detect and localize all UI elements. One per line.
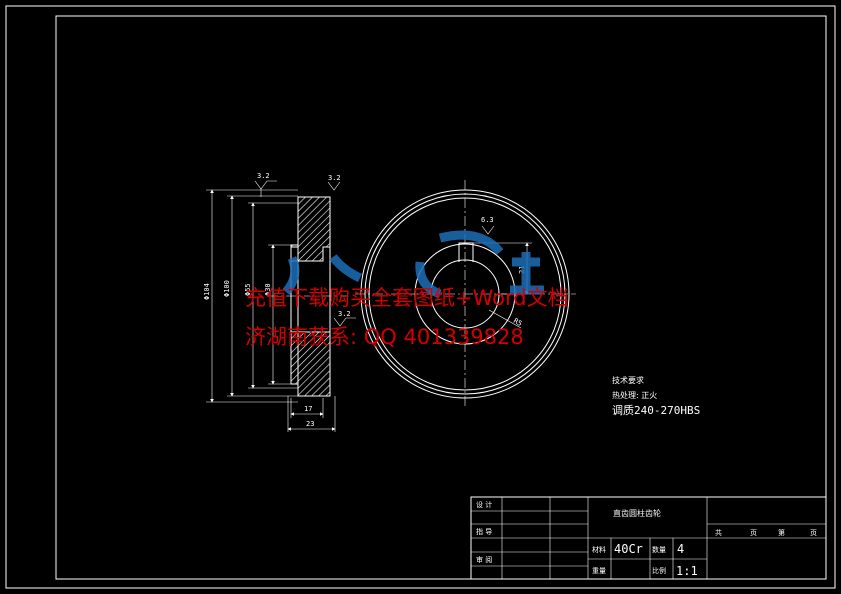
roughness-symbol-bore: 3.2 — [333, 310, 356, 327]
sheet-page-label: 页 — [750, 529, 757, 537]
scale-label: 比例 — [652, 566, 666, 575]
quantity-label: 数量 — [652, 545, 666, 554]
scale-value: 1:1 — [676, 564, 698, 578]
keyway — [458, 242, 474, 262]
watermark-line-1: 充值下载购买全套图纸+Word文档 — [245, 286, 569, 310]
watermark: 充值下载购买全套图纸+Word文档 济湖南获系: QQ 401339828 — [245, 230, 569, 349]
gear-front-view: 21 6.3 R5 — [355, 180, 576, 408]
title-block: 设 计 指 导 审 阅 直齿圆柱齿轮 材料 40Cr 数量 4 重量 比例 1:… — [470, 496, 827, 580]
tech-notes-line-2: 调质240-270HBS — [612, 404, 700, 417]
row-design-label: 设 计 — [476, 500, 492, 509]
material-value: 40Cr — [614, 542, 643, 556]
material-label: 材料 — [592, 545, 606, 554]
dim-width-hub: 17 — [304, 405, 312, 413]
section-hatch-upper — [290, 196, 331, 262]
dim-dia-tip: Φ104 — [203, 283, 211, 300]
svg-text:6.3: 6.3 — [481, 216, 494, 224]
svg-text:3.2: 3.2 — [338, 310, 351, 318]
row-guide-label: 指 导 — [476, 527, 492, 536]
outer-border — [5, 5, 836, 589]
sheet-page-label-2: 页 — [810, 529, 817, 537]
quantity-value: 4 — [677, 542, 684, 556]
tech-notes-title: 技术要求 — [612, 375, 644, 385]
dim-dia-hole: Φ30 — [264, 283, 272, 296]
svg-text:3.2: 3.2 — [257, 172, 270, 180]
row-check-label: 审 阅 — [476, 555, 492, 564]
watermark-logo — [282, 230, 544, 299]
tech-notes-line-1: 热处理: 正火 — [612, 390, 657, 400]
roughness-symbol-right: 3.2 — [327, 174, 341, 191]
dim-dia-hub: Φ55 — [244, 283, 252, 296]
weight-label: 重量 — [592, 567, 606, 575]
watermark-line-2: 济湖南获系: QQ 401339828 — [245, 325, 524, 349]
sheet-number-label: 第 — [778, 528, 785, 537]
svg-text:3.2: 3.2 — [328, 174, 341, 182]
part-name: 直齿圆柱齿轮 — [613, 508, 661, 518]
gear-section-view: Φ104 Φ100 Φ55 Φ30 17 23 3.2 3.2 3.2 — [203, 172, 356, 432]
inner-border — [55, 15, 827, 580]
dim-width-total: 23 — [306, 420, 314, 428]
roughness-symbol-keyway: 6.3 — [481, 216, 495, 235]
dim-bore-radius: R5 — [512, 317, 523, 328]
technical-requirements: 技术要求 热处理: 正火 调质240-270HBS — [612, 375, 700, 417]
sheet-total-label: 共 — [715, 528, 722, 537]
dim-dia-root: Φ100 — [223, 280, 231, 297]
roughness-symbol-left: 3.2 — [254, 172, 277, 197]
